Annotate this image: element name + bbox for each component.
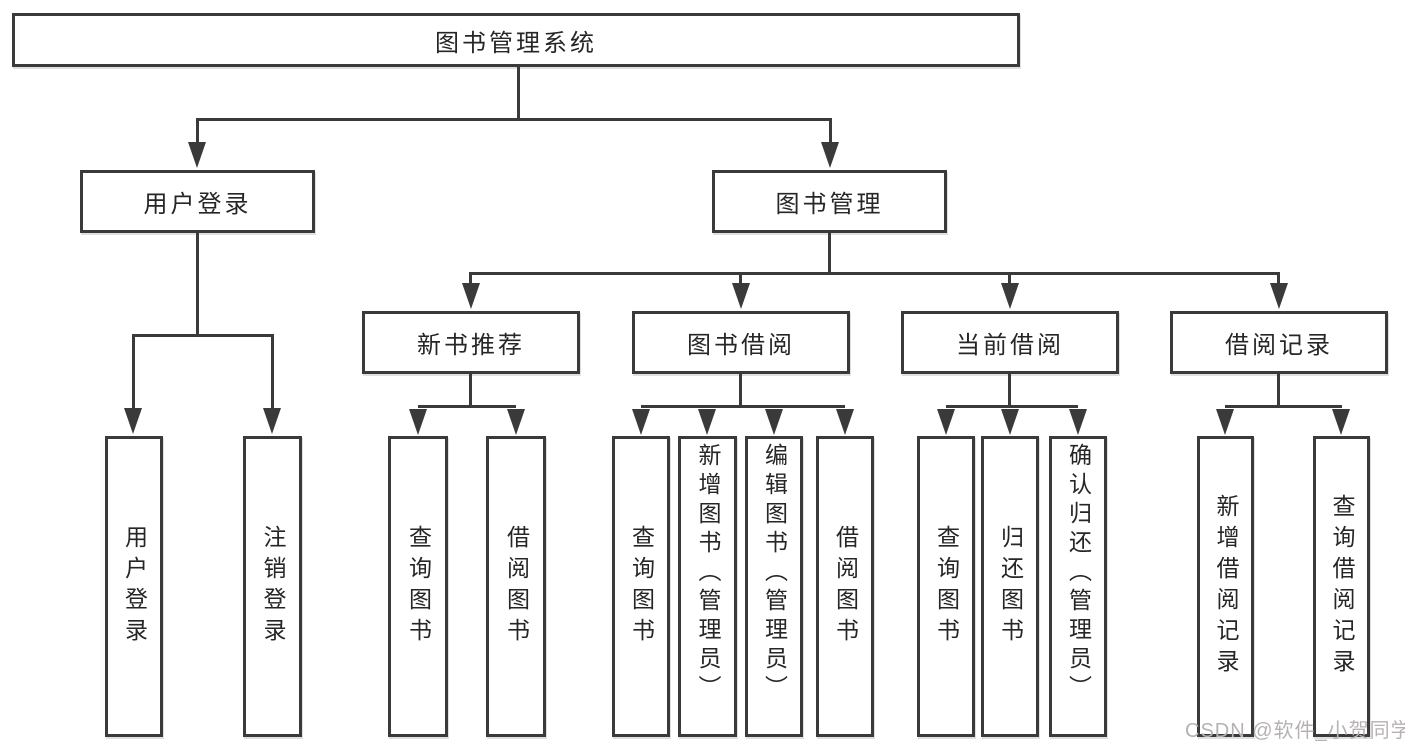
arrow-down-icon (507, 409, 525, 435)
arrow-down-icon (698, 409, 716, 435)
node-new-book-recommend-label: 新书推荐 (417, 332, 525, 359)
arrow-down-icon (1069, 409, 1087, 435)
node-book-borrow: 图书借阅 (632, 311, 850, 374)
arrow-down-icon (188, 142, 206, 168)
leaf-query-books-borrow-label: 查询图书 (628, 524, 655, 649)
leaf-add-borrow-record: 新增借阅记录 (1197, 436, 1254, 737)
connector-line (1277, 272, 1280, 285)
connector-line (829, 118, 832, 144)
arrow-down-icon (632, 409, 650, 435)
node-root: 图书管理系统 (12, 13, 1020, 67)
connector-line (418, 405, 516, 408)
connector-line (946, 405, 1078, 408)
leaf-add-book-admin: 新增图书（管理员） (678, 436, 737, 737)
leaf-add-borrow-record-label: 新增借阅记录 (1213, 493, 1239, 680)
connector-line (271, 334, 274, 410)
connector-line (132, 334, 135, 410)
connector-line (1277, 374, 1280, 408)
leaf-edit-book-admin: 编辑图书（管理员） (745, 436, 803, 737)
leaf-user-login: 用户登录 (105, 436, 163, 737)
connector-line (1008, 374, 1011, 408)
leaf-borrow-books-borrow-label: 借阅图书 (832, 524, 859, 649)
connector-line (196, 118, 832, 121)
leaf-user-login-label: 用户登录 (121, 524, 148, 649)
arrow-down-icon (263, 408, 281, 434)
connector-line (196, 118, 199, 144)
node-new-book-recommend: 新书推荐 (362, 311, 580, 374)
leaf-borrow-books-borrow: 借阅图书 (816, 436, 874, 737)
connector-line (641, 405, 845, 408)
arrow-down-icon (1216, 409, 1234, 435)
node-user-login-label: 用户登录 (143, 191, 252, 218)
node-book-borrow-label: 图书借阅 (687, 332, 795, 359)
connector-line (517, 65, 520, 121)
connector-line (739, 272, 742, 285)
node-borrow-records: 借阅记录 (1170, 311, 1388, 374)
connector-line (739, 374, 742, 408)
connector-line (469, 272, 472, 285)
leaf-add-book-admin-label: 新增图书（管理员） (695, 443, 721, 704)
leaf-query-borrow-record: 查询借阅记录 (1313, 436, 1370, 737)
connector-line (1008, 272, 1011, 285)
connector-line (1225, 405, 1342, 408)
leaf-return-book-label: 归还图书 (997, 524, 1024, 649)
leaf-edit-book-admin-label: 编辑图书（管理员） (761, 443, 788, 704)
leaf-logout: 注销登录 (243, 436, 302, 737)
leaf-query-books-recommend-label: 查询图书 (405, 524, 432, 649)
node-borrow-records-label: 借阅记录 (1225, 332, 1333, 359)
node-user-login: 用户登录 (80, 170, 315, 233)
leaf-borrow-books-recommend: 借阅图书 (486, 436, 546, 737)
csdn-watermark: CSDN @软件_小贺同学 (1185, 720, 1405, 742)
arrow-down-icon (937, 409, 955, 435)
arrow-down-icon (1001, 409, 1019, 435)
arrow-down-icon (409, 409, 427, 435)
connector-line (133, 334, 274, 337)
leaf-query-books-borrow: 查询图书 (612, 436, 670, 737)
arrow-down-icon (1001, 283, 1019, 309)
leaf-confirm-return-admin: 确认归还（管理员） (1049, 436, 1107, 737)
leaf-query-borrow-record-label: 查询借阅记录 (1329, 493, 1355, 680)
arrow-down-icon (462, 283, 480, 309)
node-current-borrow-label: 当前借阅 (956, 332, 1064, 359)
leaf-query-books-recommend: 查询图书 (388, 436, 448, 737)
arrow-down-icon (836, 409, 854, 435)
leaf-logout-label: 注销登录 (260, 524, 286, 649)
connector-line (196, 233, 199, 337)
node-current-borrow: 当前借阅 (901, 311, 1119, 374)
arrow-down-icon (732, 283, 750, 309)
node-book-management-label: 图书管理 (775, 191, 884, 218)
leaf-query-books-current-label: 查询图书 (933, 524, 960, 649)
leaf-query-books-current: 查询图书 (917, 436, 975, 737)
arrow-down-icon (821, 142, 839, 168)
connector-line (469, 374, 472, 408)
arrow-down-icon (124, 408, 142, 434)
leaf-borrow-books-recommend-label: 借阅图书 (503, 524, 530, 649)
leaf-return-book: 归还图书 (981, 436, 1039, 737)
arrow-down-icon (1332, 409, 1350, 435)
connector-line (471, 272, 1279, 275)
connector-line (828, 233, 831, 275)
node-root-label: 图书管理系统 (435, 29, 597, 57)
arrow-down-icon (765, 409, 783, 435)
leaf-confirm-return-admin-label: 确认归还（管理员） (1065, 443, 1092, 704)
node-book-management: 图书管理 (712, 170, 947, 233)
arrow-down-icon (1270, 283, 1288, 309)
